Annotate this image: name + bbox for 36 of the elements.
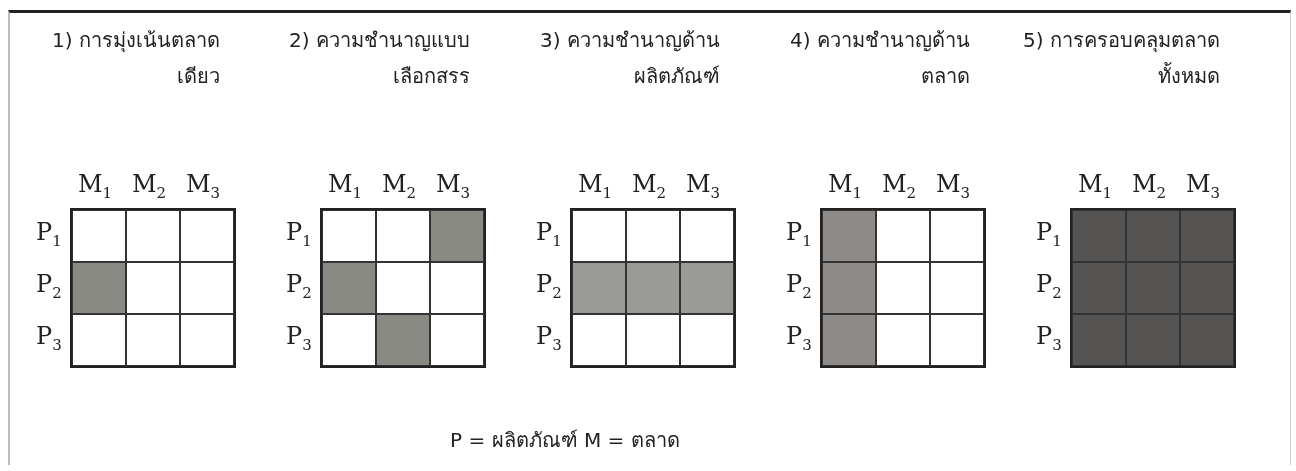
pattern-title: 5) การครอบคลุมตลาดทั้งหมด [1020, 22, 1220, 94]
market-label: M$_{3}$ [686, 170, 721, 204]
market-label: M$_{3}$ [1186, 170, 1221, 204]
product-label: P$_{3}$ [1036, 322, 1062, 356]
product-label: P$_{2}$ [1036, 270, 1062, 304]
product-label: P$_{3}$ [536, 322, 562, 356]
pattern-title: 4) ความชำนาญด้านตลาด [770, 22, 970, 94]
product-label: P$_{2}$ [286, 270, 312, 304]
product-label: P$_{2}$ [536, 270, 562, 304]
product-label: P$_{3}$ [36, 322, 62, 356]
product-label: P$_{2}$ [786, 270, 812, 304]
market-label: M$_{1}$ [78, 170, 113, 204]
market-label: M$_{2}$ [632, 170, 667, 204]
market-label: M$_{1}$ [328, 170, 363, 204]
product-label: P$_{1}$ [36, 218, 62, 252]
product-label: P$_{2}$ [36, 270, 62, 304]
market-label: M$_{1}$ [578, 170, 613, 204]
market-label: M$_{1}$ [828, 170, 863, 204]
market-label: M$_{1}$ [1078, 170, 1113, 204]
product-label: P$_{1}$ [286, 218, 312, 252]
market-label: M$_{2}$ [132, 170, 167, 204]
product-label: P$_{1}$ [786, 218, 812, 252]
product-label: P$_{3}$ [286, 322, 312, 356]
market-label: M$_{3}$ [186, 170, 221, 204]
legend-note: P = ผลิตภัณฑ์ M = ตลาด [450, 427, 680, 454]
market-label: M$_{3}$ [936, 170, 971, 204]
market-label: M$_{2}$ [882, 170, 917, 204]
pattern-title: 2) ความชำนาญแบบเลือกสรร [270, 22, 470, 94]
market-label: M$_{2}$ [382, 170, 417, 204]
market-label: M$_{3}$ [436, 170, 471, 204]
pattern-title: 3) ความชำนาญด้านผลิตภัณฑ์ [520, 22, 720, 94]
product-label: P$_{1}$ [1036, 218, 1062, 252]
market-label: M$_{2}$ [1132, 170, 1167, 204]
product-label: P$_{3}$ [786, 322, 812, 356]
pattern-title: 1) การมุ่งเน้นตลาดเดียว [20, 22, 220, 94]
product-label: P$_{1}$ [536, 218, 562, 252]
